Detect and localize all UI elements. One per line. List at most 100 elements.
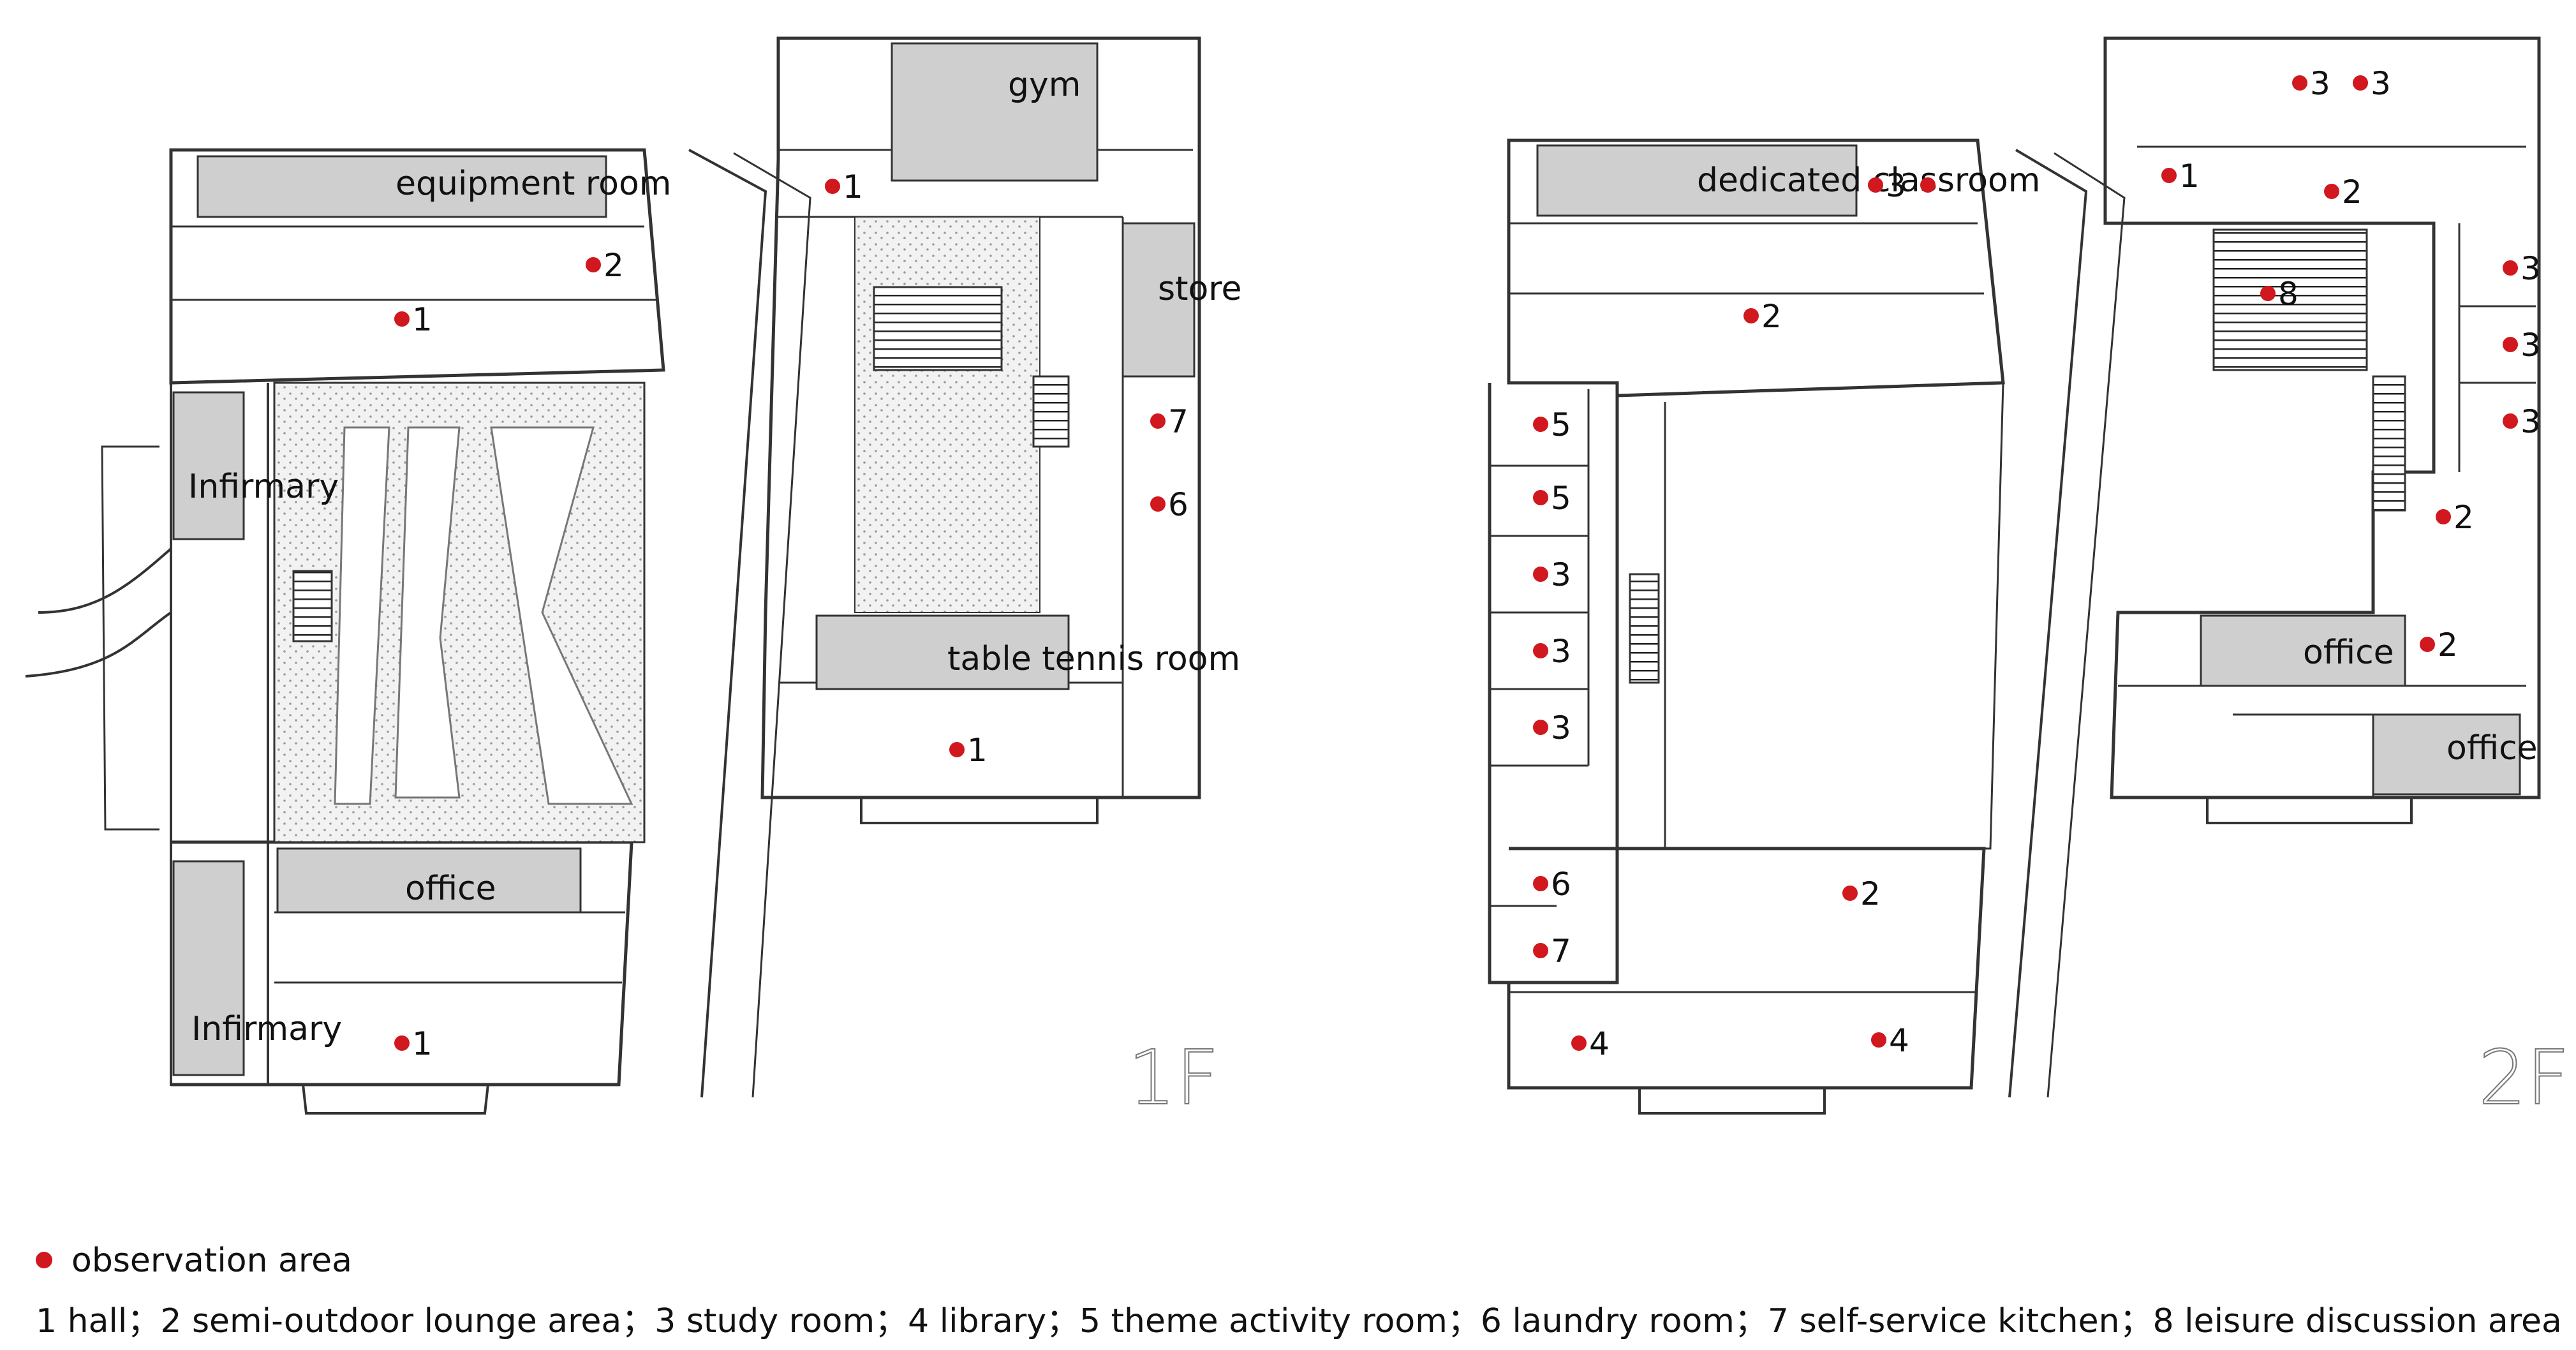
observation-dot-icon: [2503, 337, 2518, 352]
observation-marker-2f-6: 3: [1533, 633, 1571, 670]
observation-dot-icon: [2161, 168, 2177, 183]
observation-marker-number: 3: [1551, 633, 1571, 670]
observation-marker-number: 3: [2520, 403, 2541, 440]
observation-marker-number: 3: [1551, 556, 1571, 593]
observation-marker-2f-21: 2: [2436, 499, 2474, 536]
2f-ne-building-outline: [2103, 36, 2541, 799]
room-label-1f-5: office: [405, 870, 496, 908]
observation-marker-2f-1: [1920, 177, 1936, 193]
observation-marker-number: 2: [603, 247, 624, 284]
observation-dot-icon: [1533, 490, 1548, 505]
observation-dot-icon: [2503, 260, 2518, 276]
2f-office-room-2: [2372, 713, 2521, 796]
1f-infirmary-south-room: [172, 860, 245, 1076]
observation-marker-number: 1: [412, 301, 433, 338]
observation-marker-number: 3: [2371, 65, 2391, 102]
observation-marker-2f-17: 8: [2260, 276, 2298, 313]
observation-marker-number: 3: [2520, 327, 2541, 364]
observation-marker-number: 3: [2310, 65, 2330, 102]
observation-dot-icon: [2260, 286, 2276, 301]
observation-marker-number: 1: [412, 1025, 433, 1062]
observation-marker-number: 6: [1168, 486, 1188, 523]
room-label-2f-2: office: [2446, 729, 2538, 768]
observation-dot-icon: [394, 311, 410, 327]
observation-dot-icon: [2420, 637, 2435, 652]
room-label-2f-0: dedicated classroom: [1697, 161, 2040, 200]
observation-marker-2f-14: 3: [2353, 65, 2391, 102]
observation-marker-number: 6: [1551, 866, 1571, 903]
observation-marker-number: 3: [1551, 709, 1571, 746]
2f-courtyard-void: [1617, 382, 2004, 850]
observation-marker-number: 2: [2438, 627, 2458, 664]
observation-marker-1f-0: 1: [825, 168, 863, 205]
floor-2f-plan: [1488, 36, 2541, 1115]
observation-marker-2f-16: 2: [2324, 174, 2362, 211]
observation-marker-2f-2: 2: [1743, 298, 1782, 335]
observation-marker-number: 7: [1551, 933, 1571, 970]
floor-2f-rooms: [1536, 144, 2521, 796]
observation-dot-icon: [1743, 308, 1759, 323]
floor-label-1f: 1F: [1128, 1034, 1219, 1122]
observation-marker-number: 4: [1889, 1022, 1909, 1059]
observation-dot-icon: [1150, 413, 1166, 429]
observation-dot-icon: [825, 179, 840, 194]
observation-marker-2f-0: 3: [1868, 167, 1906, 204]
observation-marker-2f-19: 3: [2503, 327, 2541, 364]
observation-marker-1f-1: 2: [586, 247, 624, 284]
observation-dot-icon: [949, 742, 965, 757]
room-label-1f-6: Infirmary: [191, 1010, 342, 1048]
floor-label-2f: 2F: [2478, 1034, 2570, 1122]
observation-dot-icon: [2292, 75, 2307, 91]
observation-dot-icon: [1533, 417, 1548, 432]
observation-marker-number: 3: [2520, 250, 2541, 287]
2f-office-room: [2200, 614, 2406, 687]
observation-dot-icon: [2324, 184, 2339, 199]
observation-dot-icon: [2436, 509, 2451, 524]
1f-infirmary-room: [172, 391, 245, 540]
observation-dot-icon: [1871, 1032, 1886, 1048]
observation-marker-number: 2: [1860, 875, 1881, 912]
observation-marker-1f-5: 1: [949, 732, 988, 769]
observation-marker-number: 4: [1589, 1025, 1610, 1062]
floor-1f-rooms: [172, 42, 1195, 1076]
observation-marker-number: 5: [1551, 480, 1571, 517]
observation-marker-2f-15: 1: [2161, 158, 2200, 195]
observation-dot-icon: [2503, 413, 2518, 429]
observation-marker-1f-2: 1: [394, 301, 433, 338]
observation-marker-2f-20: 3: [2503, 403, 2541, 440]
room-label-1f-1: equipment room: [396, 165, 671, 203]
2f-south-block-outline: [1507, 847, 1986, 1090]
2f-dedicated-classroom: [1536, 144, 1858, 217]
observation-marker-2f-13: 3: [2292, 65, 2330, 102]
1f-ne-building-outline: [760, 36, 1201, 799]
observation-dot-icon: [1533, 643, 1548, 658]
1f-equipment-room: [196, 155, 607, 218]
observation-dot-icon: [1533, 943, 1548, 958]
room-label-1f-0: gym: [1008, 66, 1081, 104]
observation-dot-icon: [2353, 75, 2368, 91]
observation-marker-number: 2: [1761, 298, 1782, 335]
observation-marker-1f-6: 1: [394, 1025, 433, 1062]
room-label-2f-1: office: [2303, 634, 2394, 672]
observation-marker-2f-18: 3: [2503, 250, 2541, 287]
observation-dot-icon: [1920, 177, 1936, 193]
1f-gym-room: [891, 42, 1099, 182]
observation-dot-icon: [1868, 177, 1883, 193]
observation-marker-number: 7: [1168, 403, 1188, 440]
observation-marker-number: 1: [843, 168, 863, 205]
1f-table-tennis-room: [815, 614, 1070, 690]
observation-dot-icon: [1533, 876, 1548, 891]
observation-marker-number: 2: [2454, 499, 2474, 536]
observation-marker-2f-10: 2: [1842, 875, 1881, 912]
observation-dot-icon: [1571, 1035, 1587, 1051]
1f-store-room: [1121, 222, 1195, 378]
observation-marker-2f-7: 3: [1533, 709, 1571, 746]
observation-dot-icon: [586, 257, 601, 272]
observation-marker-number: 1: [2179, 158, 2200, 195]
observation-marker-2f-4: 5: [1533, 480, 1571, 517]
1f-north-block-outline: [169, 148, 665, 385]
observation-marker-2f-9: 7: [1533, 933, 1571, 970]
observation-dot-icon: [1842, 886, 1858, 901]
observation-marker-number: 3: [1886, 167, 1906, 204]
